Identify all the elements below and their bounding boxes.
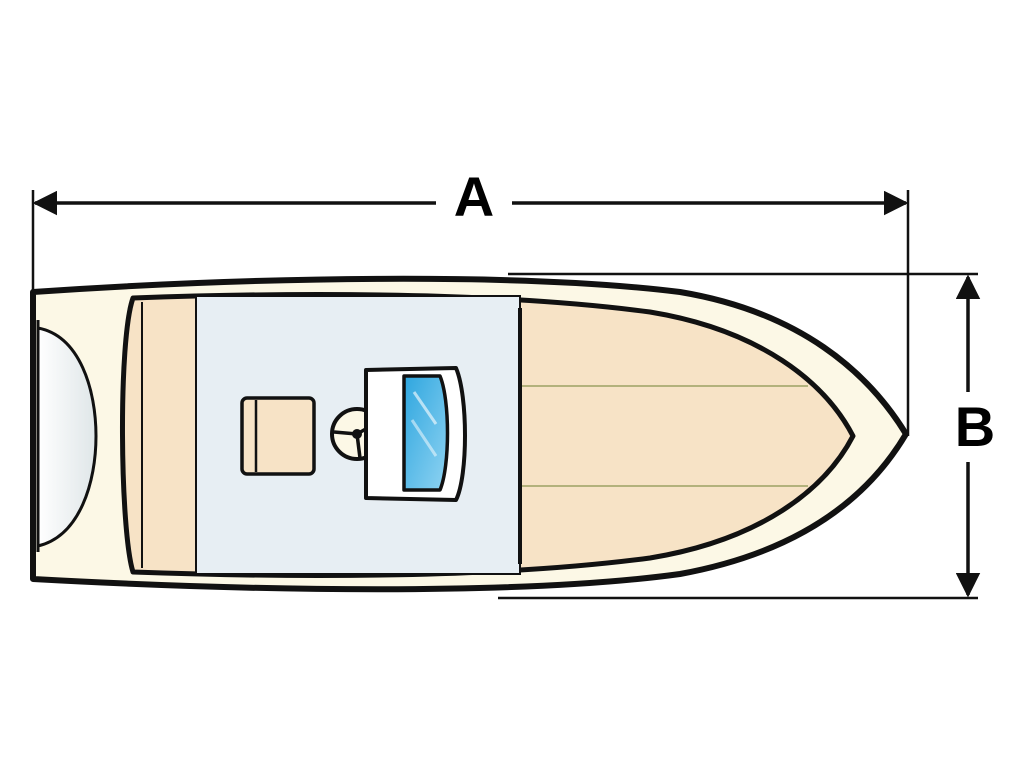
outboard-well-icon <box>36 326 98 548</box>
windshield-icon <box>402 374 450 492</box>
dimension-a: A <box>31 165 910 436</box>
boat <box>30 275 909 593</box>
dimension-label-a: A <box>454 165 494 228</box>
seat-icon <box>240 396 316 476</box>
dimension-label-b: B <box>955 395 995 458</box>
dimension-b: B <box>498 272 995 600</box>
console <box>364 366 467 502</box>
